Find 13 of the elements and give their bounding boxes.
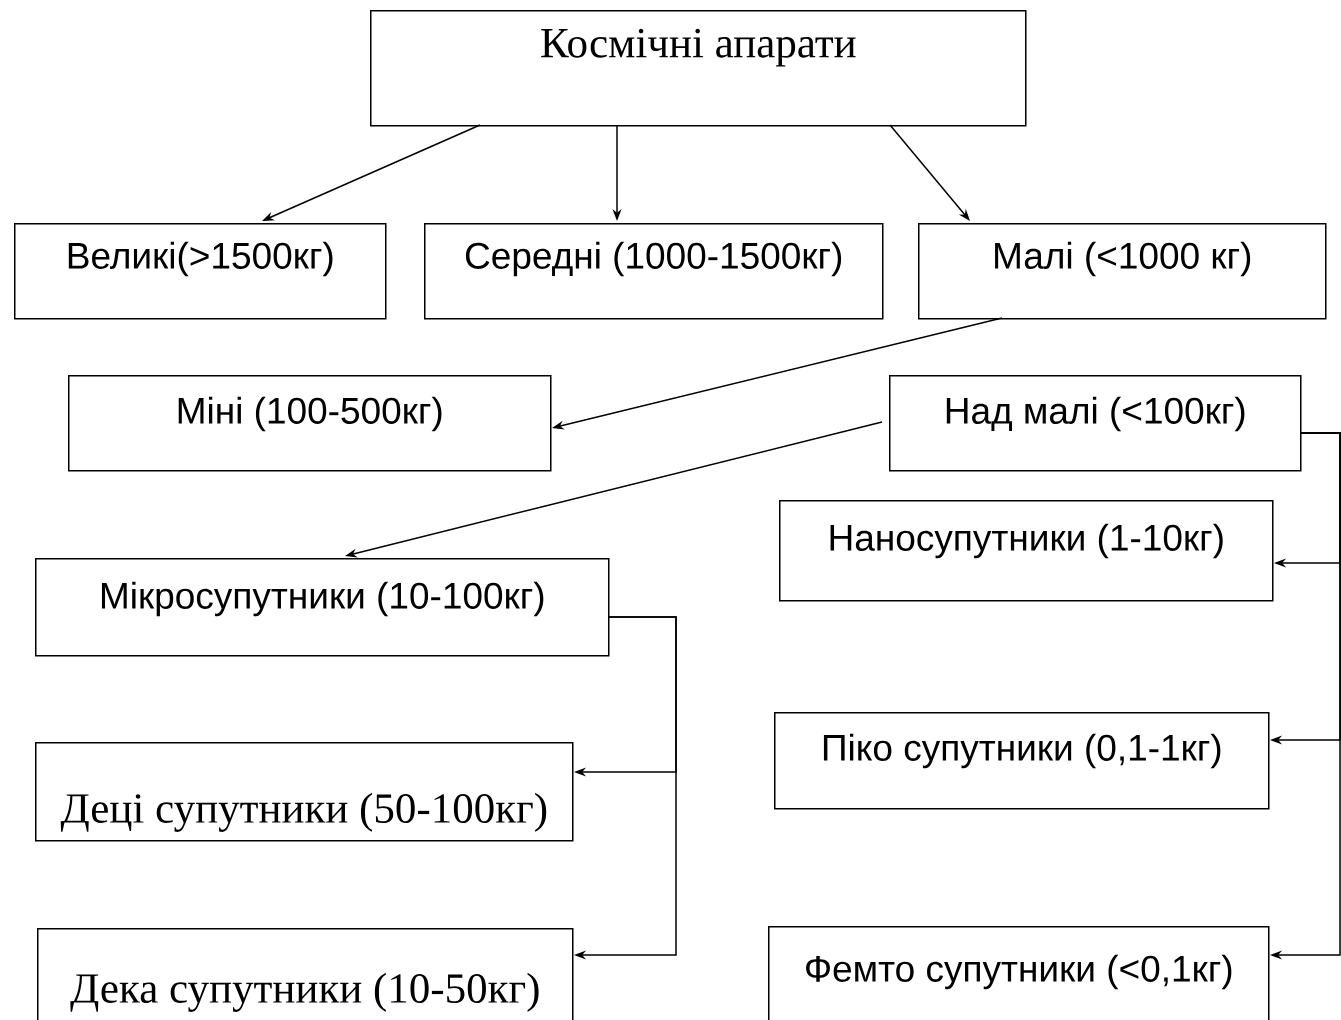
category-box: Малі (<1000 кг) <box>918 223 1327 320</box>
category-box: Піко супутники (0,1-1кг) <box>774 712 1270 810</box>
category-box: Середні (1000-1500кг) <box>424 223 884 320</box>
category-box: Мікросупутники (10-100кг) <box>35 558 610 657</box>
category-box: Над малі (<100кг) <box>889 375 1302 472</box>
category-box: Дека супутники (10-50кг) <box>37 928 574 1020</box>
arrow <box>889 124 970 221</box>
category-box: Космічні апарати <box>370 10 1027 127</box>
category-box: Наносупутники (1-10кг) <box>779 500 1274 602</box>
category-box: Фемто супутники (<0,1кг) <box>768 926 1270 1020</box>
category-box: Деці супутники (50-100кг) <box>35 742 574 842</box>
category-box: Міні (100-500кг) <box>68 375 552 472</box>
category-box: Великі(>1500кг) <box>14 223 387 320</box>
